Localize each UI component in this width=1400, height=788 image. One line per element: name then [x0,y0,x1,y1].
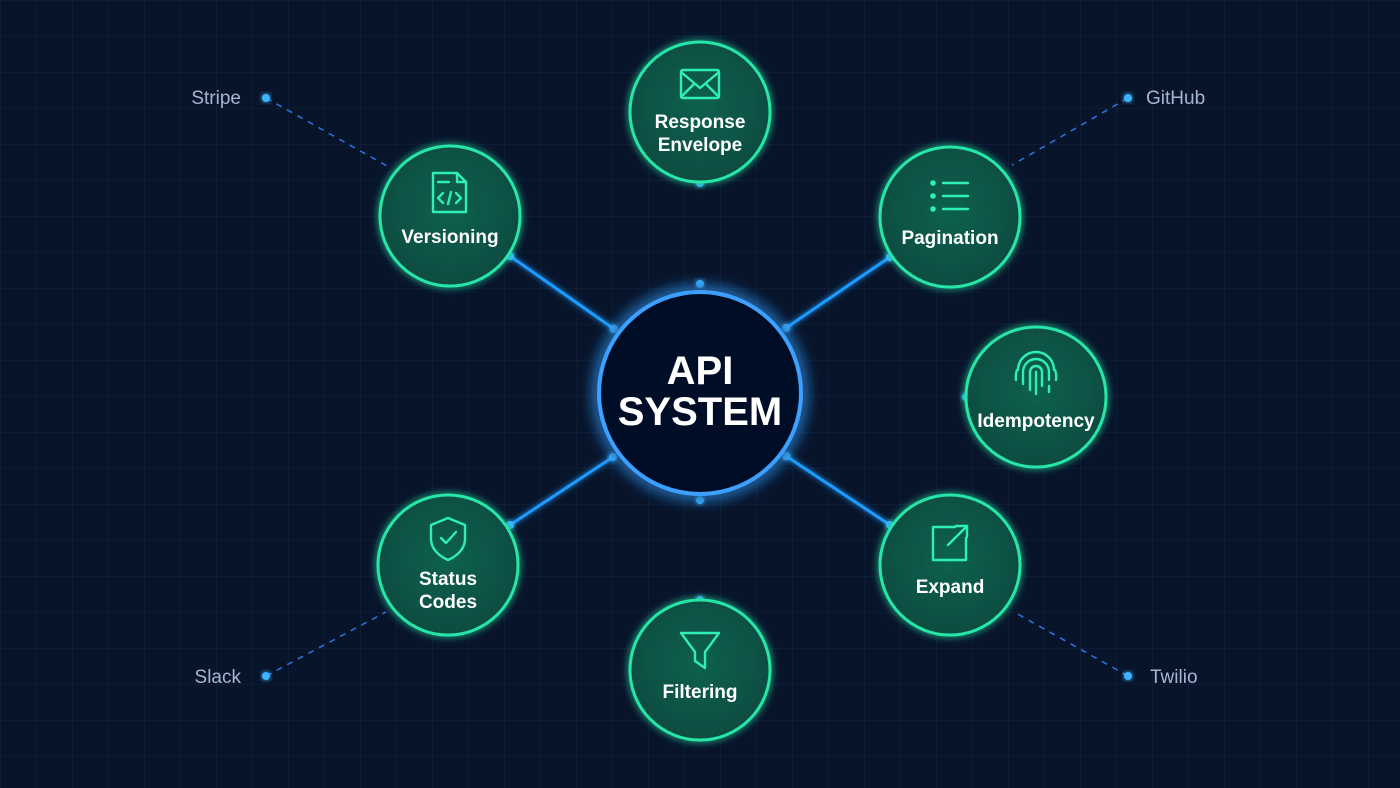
dot [782,452,790,460]
shield-check-icon [429,516,467,562]
node-label: Expand [916,577,985,598]
node-label: Pagination [901,228,998,249]
node-pagination: Pagination [878,145,1022,289]
dot [610,325,618,333]
dot [696,496,704,504]
company-label-stripe: Stripe [191,88,241,109]
twilio-connector [1013,611,1129,677]
center-title-line1: API [667,349,734,393]
stripe-dot [262,94,270,102]
node-label-line2: Codes [419,592,477,613]
spoke-pagination [785,255,891,330]
company-labels: Stripe GitHub Slack Twilio [191,88,1205,688]
center-node: API SYSTEM [597,290,803,496]
node-label: Idempotency [977,411,1095,432]
dot [782,324,790,332]
spoke-versioning [509,254,615,331]
node-circle [628,598,772,742]
node-circle [878,493,1022,637]
fingerprint-icon [1014,350,1058,396]
node-label-line1: Status [419,569,477,590]
node-status-codes: Status Codes [376,493,520,637]
stripe-connector [265,97,388,167]
company-label-slack: Slack [195,667,242,688]
spoke-expand [785,454,891,527]
dot [609,453,617,461]
twilio-dot [1124,672,1132,680]
list-icon [930,180,970,212]
funnel-icon [679,631,721,670]
github-connector [1011,97,1129,166]
envelope-icon [679,68,721,100]
node-versioning: Versioning [378,144,522,288]
node-circle [376,493,520,637]
slack-dot [262,672,270,680]
node-circle [878,145,1022,289]
node-circle [378,144,522,288]
node-circle [628,40,772,184]
node-label: Filtering [663,682,738,703]
external-link-icon [931,524,969,562]
dot [696,280,704,288]
slack-connector [265,611,387,677]
spoke-status-codes [509,455,614,527]
node-label-line2: Envelope [658,135,742,156]
spokes [509,183,966,600]
node-expand: Expand [878,493,1022,637]
node-response-envelope: Response Envelope [628,40,772,184]
company-label-github: GitHub [1146,88,1205,109]
node-label: Versioning [401,227,498,248]
center-circle [597,290,803,496]
github-dot [1124,94,1132,102]
node-circle [964,325,1108,469]
code-file-icon [431,171,468,214]
node-idempotency: Idempotency [964,325,1108,469]
node-label-line1: Response [655,112,746,133]
company-connectors [265,97,1129,677]
center-title-line2: SYSTEM [618,390,782,434]
company-label-twilio: Twilio [1150,667,1198,688]
node-filtering: Filtering [628,598,772,742]
